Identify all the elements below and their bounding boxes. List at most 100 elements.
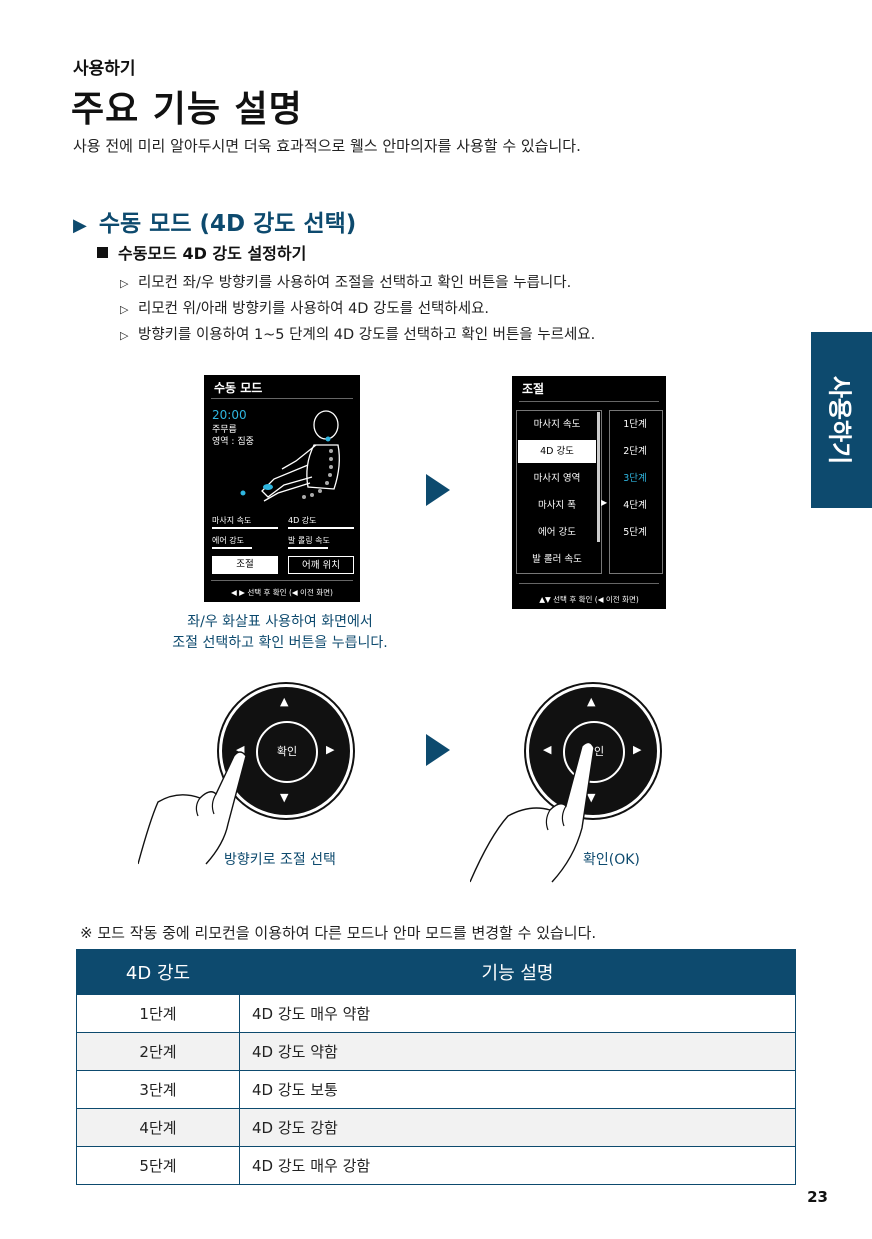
play-triangle-icon: ▶ (73, 215, 87, 236)
area-label: 영역 : 집중 (212, 437, 254, 447)
air-label: 에어 강도 (212, 536, 244, 545)
menu-item-foot-roller-speed[interactable]: 발 롤러 속도 (532, 554, 582, 565)
subheading-text: 수동모드 4D 강도 설정하기 (118, 244, 307, 263)
ok-button[interactable]: 확인 (563, 721, 625, 783)
hand-pointer-icon (138, 751, 247, 865)
note-text: ※ 모드 작동 중에 리모컨을 이용하여 다른 모드나 안마 모드를 변경할 수… (80, 924, 597, 942)
description-cell: 4D 강도 매우 약함 (239, 994, 796, 1033)
step-text: 리모컨 위/아래 방향키를 사용하여 4D 강도를 선택하세요. (138, 301, 490, 317)
table-header-row: 4D 강도 기능 설명 (76, 949, 796, 995)
screen-footer: ◀ ▶ 선택 후 확인 (◀ 이전 화면) (231, 588, 333, 597)
up-arrow-icon[interactable]: ▲ (280, 695, 289, 708)
ok-button[interactable]: 확인 (256, 721, 318, 783)
level-bar (212, 527, 278, 529)
level-cell: 5단계 (76, 1146, 240, 1185)
triangle-bullet-icon: ▷ (120, 329, 129, 342)
section-heading-text: 수동 모드 (4D 강도 선택) (98, 211, 357, 237)
divider (519, 401, 659, 402)
page-intro: 사용 전에 미리 알아두시면 더욱 효과적으로 웰스 안마의자를 사용할 수 있… (73, 137, 581, 155)
level-item[interactable]: 5단계 (623, 527, 647, 538)
next-arrow-icon (426, 474, 450, 506)
right-arrow-icon[interactable]: ▶ (326, 743, 335, 756)
remote-caption-left: 방향키로 조절 선택 (224, 852, 336, 868)
remote-dpad: ▲ ▼ ◀ ▶ 확인 (219, 684, 353, 818)
page-title: 주요 기능 설명 (71, 89, 303, 130)
level-cell: 3단계 (76, 1070, 240, 1109)
step-list: ▷ 리모컨 좌/우 방향키를 사용하여 조절을 선택하고 확인 버튼을 누릅니다.… (120, 270, 595, 348)
screen-title: 수동 모드 (214, 381, 263, 395)
page-number: 23 (807, 1188, 828, 1206)
adjust-screen: 조절 마사지 속도 4D 강도 마사지 영역 마사지 폭 에어 강도 발 롤러 … (512, 376, 666, 609)
level-item-selected[interactable]: 3단계 (623, 473, 647, 484)
divider (519, 583, 659, 584)
description-cell: 4D 강도 약함 (239, 1032, 796, 1071)
down-arrow-icon[interactable]: ▼ (280, 791, 289, 804)
level-bar (212, 547, 252, 549)
level-bar (288, 547, 328, 549)
description-cell: 4D 강도 매우 강함 (239, 1146, 796, 1185)
menu-frame (516, 410, 602, 574)
caption-line: 좌/우 화살표 사용하여 화면에서 (187, 614, 373, 630)
section-label: 사용하기 (73, 59, 136, 79)
level-item[interactable]: 2단계 (623, 446, 647, 457)
left-arrow-icon[interactable]: ◀ (543, 743, 552, 756)
menu-item-massage-speed[interactable]: 마사지 속도 (533, 419, 581, 430)
level-item[interactable]: 1단계 (623, 419, 647, 430)
next-arrow-icon (426, 734, 450, 766)
side-tab: 사용하기 (811, 332, 872, 508)
caption-line: 조절 선택하고 확인 버튼을 누릅니다. (172, 635, 388, 651)
divider (211, 580, 353, 581)
list-item: ▷ 리모컨 위/아래 방향키를 사용하여 4D 강도를 선택하세요. (120, 296, 595, 322)
menu-item-massage-width[interactable]: 마사지 폭 (538, 500, 576, 511)
screen-footer: ▲▼ 선택 후 확인 (◀ 이전 화면) (539, 595, 639, 604)
level-item[interactable]: 4단계 (623, 500, 647, 511)
right-arrow-icon[interactable]: ▶ (633, 743, 642, 756)
adjust-button[interactable]: 조절 (212, 556, 278, 574)
list-item: ▷ 방향키를 이용하여 1~5 단계의 4D 강도를 선택하고 확인 버튼을 누르… (120, 322, 595, 348)
square-bullet-icon (97, 247, 108, 258)
step-text: 리모컨 좌/우 방향키를 사용하여 조절을 선택하고 확인 버튼을 누릅니다. (138, 275, 572, 291)
triangle-bullet-icon: ▷ (120, 277, 129, 290)
step-text: 방향키를 이용하여 1~5 단계의 4D 강도를 선택하고 확인 버튼을 누르세… (138, 327, 596, 343)
level-cell: 1단계 (76, 994, 240, 1033)
hand-pointer-icon (470, 741, 595, 883)
foot-roller-label: 발 롤링 속도 (288, 536, 330, 545)
left-arrow-icon[interactable]: ◀ (236, 743, 245, 756)
menu-item-4d-intensity[interactable]: 4D 강도 (518, 440, 596, 463)
program-name: 주무름 (212, 425, 237, 435)
subheading: 수동모드 4D 강도 설정하기 (97, 240, 306, 264)
intensity-label: 4D 강도 (288, 516, 317, 525)
level-bar (288, 527, 354, 529)
description-cell: 4D 강도 보통 (239, 1070, 796, 1109)
list-item: ▷ 리모컨 좌/우 방향키를 사용하여 조절을 선택하고 확인 버튼을 누릅니다. (120, 270, 595, 296)
section-heading: ▶ 수동 모드 (4D 강도 선택) (73, 204, 356, 238)
level-frame (609, 410, 663, 574)
chair-figure-icon (240, 410, 340, 502)
screen-title: 조절 (522, 382, 545, 396)
pointer-right-icon: ▶ (601, 498, 608, 507)
column-header: 4D 강도 (76, 949, 240, 995)
description-cell: 4D 강도 강함 (239, 1108, 796, 1147)
shoulder-position-button[interactable]: 어깨 위치 (288, 556, 354, 574)
triangle-bullet-icon: ▷ (120, 303, 129, 316)
screen-caption: 좌/우 화살표 사용하여 화면에서 조절 선택하고 확인 버튼을 누릅니다. (150, 612, 410, 654)
timer-display: 20:00 (212, 408, 247, 422)
down-arrow-icon[interactable]: ▼ (587, 791, 596, 804)
remote-caption-right: 확인(OK) (583, 852, 640, 868)
speed-label: 마사지 속도 (212, 516, 252, 525)
column-header: 기능 설명 (239, 949, 796, 995)
manual-mode-screen: 수동 모드 20:00 주무름 영역 : 집중 마사지 속도 4D 강도 에어 … (204, 375, 360, 602)
program-info: 주무름 영역 : 집중 (212, 424, 254, 448)
up-arrow-icon[interactable]: ▲ (587, 695, 596, 708)
remote-dpad: ▲ ▼ ◀ ▶ 확인 (526, 684, 660, 818)
side-tab-label: 사용하기 (825, 375, 853, 465)
scrollbar[interactable] (597, 412, 600, 542)
level-cell: 4단계 (76, 1108, 240, 1147)
menu-item-air-intensity[interactable]: 에어 강도 (538, 527, 576, 538)
menu-item-massage-area[interactable]: 마사지 영역 (533, 473, 581, 484)
